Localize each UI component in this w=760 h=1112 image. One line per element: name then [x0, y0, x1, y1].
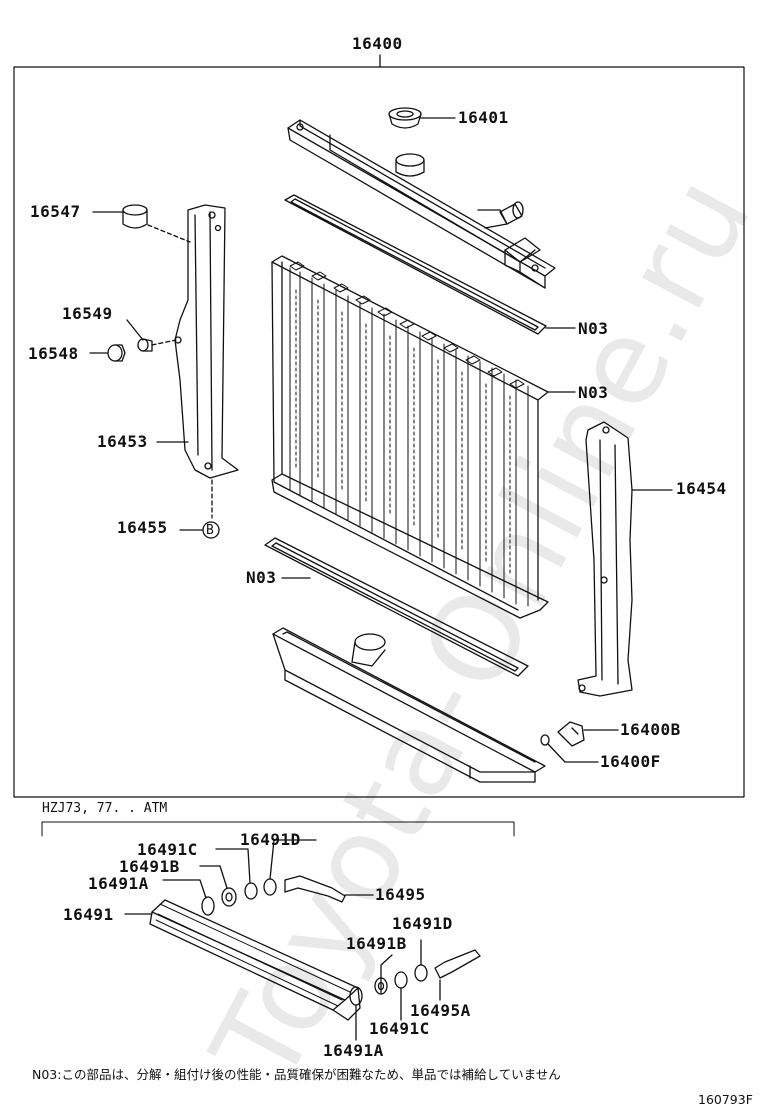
bolt-16549: [126, 319, 177, 352]
lower-gasket: [264, 537, 529, 677]
assembly-frame: [13, 66, 745, 798]
part-label-16491C-bottom: 16491C: [369, 1019, 430, 1038]
part-label-16491D-top: 16491D: [240, 830, 301, 849]
part-label-16548: 16548: [28, 344, 79, 363]
left-support: [156, 204, 239, 519]
part-label-16453: 16453: [97, 432, 148, 451]
part-label-16491C-top: 16491C: [137, 840, 198, 859]
upper-gasket: [284, 194, 576, 335]
part-label-16547: 16547: [30, 202, 81, 221]
part-label-16400F: 16400F: [600, 752, 661, 771]
part-label-n03-lower: N03: [246, 568, 277, 587]
drain-cock: [540, 721, 619, 763]
part-label-16491B-top: 16491B: [119, 857, 180, 876]
upper-tank: [287, 119, 556, 289]
cooler-fittings-bottom: [349, 939, 481, 1041]
part-label-16549: 16549: [62, 304, 113, 323]
figure-id: 160793F: [698, 1092, 753, 1107]
nut-16548: [89, 344, 126, 362]
footnote: N03:この部品は、分解・組付け後の性能・品質確保が困難なため、単品では補給して…: [32, 1067, 561, 1082]
mount-cushion: [92, 204, 191, 243]
right-support: [577, 421, 673, 697]
radiator-core: [271, 255, 576, 619]
part-label-16491B-bottom: 16491B: [346, 934, 407, 953]
part-label-16400B: 16400B: [620, 720, 681, 739]
part-label-16491: 16491: [63, 905, 114, 924]
part-label-16401: 16401: [458, 108, 509, 127]
callout-b-circle: [179, 521, 220, 539]
assembly-label: 16400: [352, 34, 403, 53]
callout-b-letter: B: [206, 523, 214, 538]
part-label-16455: 16455: [117, 518, 168, 537]
cooler-fittings-top: [162, 839, 374, 916]
part-label-16495: 16495: [375, 885, 426, 904]
part-label-n03-core: N03: [578, 383, 609, 402]
part-label-16454: 16454: [676, 479, 727, 498]
cooler-bracket: [41, 821, 515, 837]
oil-cooler: [124, 899, 361, 1021]
cooler-section-title: HZJ73, 77. . ATM: [42, 801, 168, 816]
radiator-cap: [388, 107, 456, 129]
part-label-16495A: 16495A: [410, 1001, 471, 1020]
part-label-16491A-bottom: 16491A: [323, 1041, 384, 1060]
lower-tank: [272, 627, 546, 783]
part-label-16491A-top: 16491A: [88, 874, 149, 893]
part-label-n03-upper: N03: [578, 319, 609, 338]
part-label-16491D-bottom: 16491D: [392, 914, 453, 933]
